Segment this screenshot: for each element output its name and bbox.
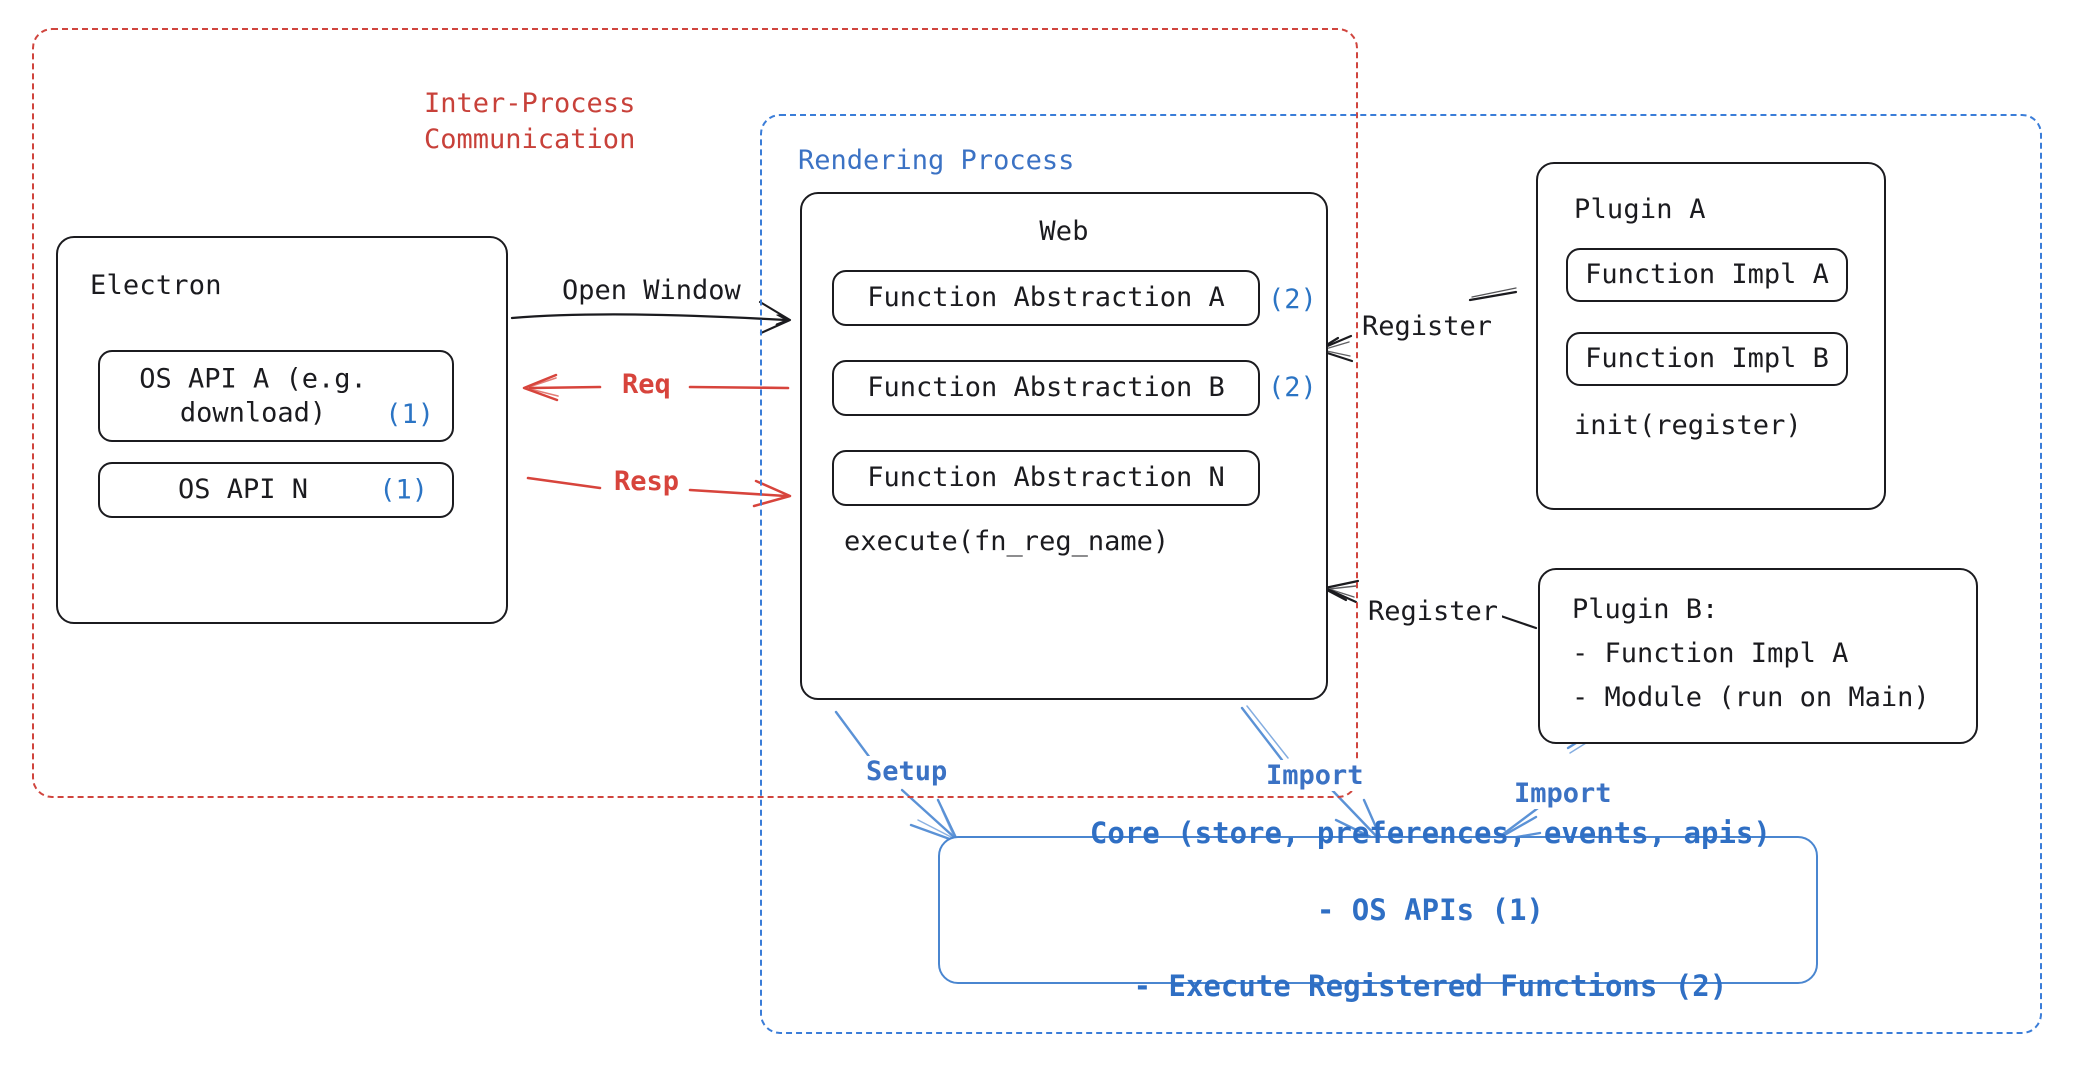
node-plugin-a-title: Plugin A	[1574, 194, 1706, 225]
node-function-impl-a-label: Function Impl A	[1585, 259, 1829, 291]
node-function-abstraction-n[interactable]: Function Abstraction N	[832, 450, 1260, 506]
node-function-impl-a[interactable]: Function Impl A	[1566, 248, 1848, 302]
node-core[interactable]: Core (store, preferences, events, apis) …	[938, 816, 1818, 1003]
node-core-line-2: - OS APIs (1)	[1316, 892, 1544, 927]
node-core-line-3: - Execute Registered Functions (2)	[1133, 969, 1728, 1004]
edge-label-open-window: Open Window	[558, 275, 745, 306]
node-function-abstraction-b-label: Function Abstraction B	[867, 372, 1225, 404]
edge-label-import-web: Import	[1262, 760, 1368, 791]
node-function-abstraction-b[interactable]: Function Abstraction B	[832, 360, 1260, 416]
node-os-api-n-label: OS API N	[177, 474, 309, 506]
region-rendering-process	[760, 114, 2042, 1034]
node-electron-title: Electron	[90, 270, 222, 301]
region-inter-process-communication	[32, 28, 1358, 798]
node-electron[interactable]: Electron OS API A (e.g. download) (1) OS…	[56, 236, 508, 624]
region-rendering-process-label: Rendering Process	[798, 145, 1075, 176]
node-plugin-b-title: Plugin B:	[1572, 594, 1719, 625]
node-os-api-n[interactable]: OS API N (1)	[98, 462, 454, 518]
node-plugin-a-footer: init(register)	[1574, 410, 1802, 441]
edge-label-register-b: Register	[1364, 596, 1503, 627]
node-function-abstraction-n-label: Function Abstraction N	[867, 462, 1225, 494]
node-plugin-b-line-1: - Function Impl A	[1572, 638, 1849, 669]
node-os-api-a-marker: (1)	[385, 399, 434, 430]
node-function-impl-b[interactable]: Function Impl B	[1566, 332, 1848, 386]
node-os-api-a-label: OS API A (e.g. download)	[139, 363, 367, 428]
node-plugin-b-line-2: - Module (run on Main)	[1572, 682, 1930, 713]
region-ipc-label: Inter-Process Communication	[424, 88, 636, 155]
edge-label-req: Req	[618, 369, 675, 400]
edge-label-import-plugin: Import	[1510, 778, 1616, 809]
node-plugin-b[interactable]: Plugin B: - Function Impl A - Module (ru…	[1538, 568, 1978, 744]
node-core-line-1: Core (store, preferences, events, apis)	[1089, 816, 1771, 851]
node-plugin-a[interactable]: Plugin A Function Impl A Function Impl B…	[1536, 162, 1886, 510]
node-web-title: Web	[1039, 216, 1089, 247]
node-os-api-a[interactable]: OS API A (e.g. download) (1)	[98, 350, 454, 442]
node-web[interactable]: Web Function Abstraction A (2) Function …	[800, 192, 1328, 700]
marker-function-abstraction-b: (2)	[1268, 372, 1317, 403]
node-os-api-n-marker: (1)	[379, 474, 428, 506]
marker-function-abstraction-a: (2)	[1268, 284, 1317, 315]
edge-label-resp: Resp	[610, 466, 684, 497]
edge-label-setup: Setup	[862, 756, 952, 787]
edge-label-register-a: Register	[1358, 311, 1497, 342]
node-function-impl-b-label: Function Impl B	[1585, 343, 1829, 375]
node-web-footer: execute(fn_reg_name)	[844, 526, 1170, 557]
node-core-text: Core (store, preferences, events, apis) …	[940, 776, 1816, 1044]
node-function-abstraction-a[interactable]: Function Abstraction A	[832, 270, 1260, 326]
node-function-abstraction-a-label: Function Abstraction A	[867, 282, 1225, 314]
